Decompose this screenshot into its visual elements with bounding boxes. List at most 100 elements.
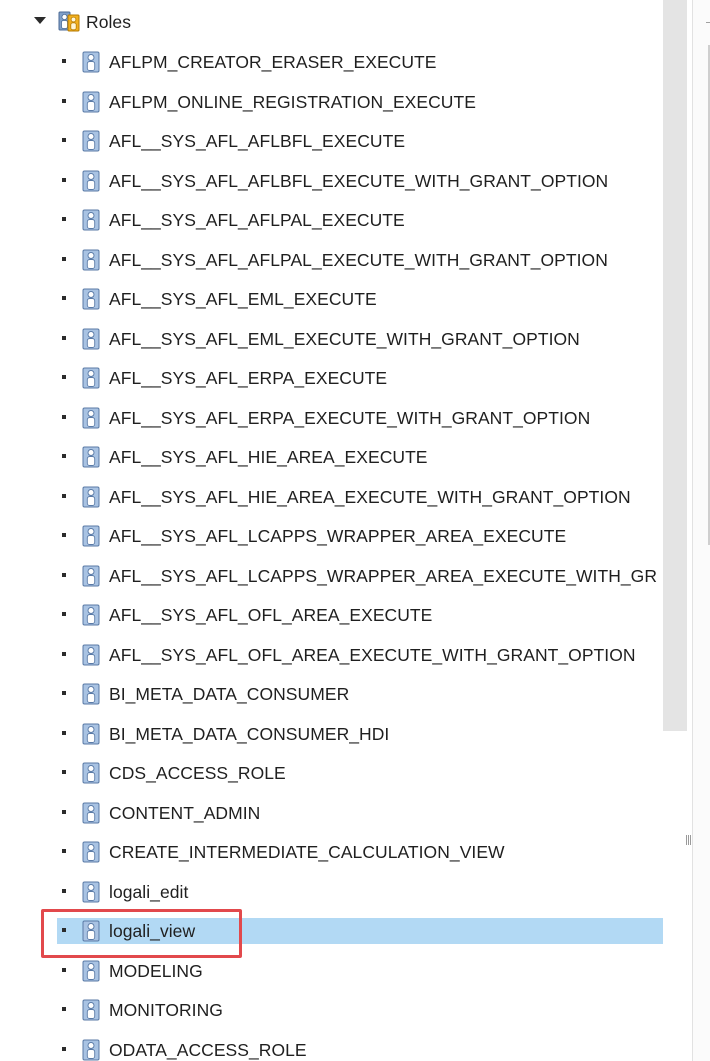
tree-node-role[interactable]: MODELING bbox=[0, 958, 663, 984]
tree-node-label: BI_META_DATA_CONSUMER bbox=[109, 684, 350, 704]
tree-node-role[interactable]: AFL__SYS_AFL_EML_EXECUTE bbox=[0, 286, 663, 312]
tree-node-label: AFL__SYS_AFL_EML_EXECUTE_WITH_GRANT_OPTI… bbox=[109, 329, 580, 349]
role-icon bbox=[82, 762, 100, 784]
role-icon bbox=[82, 1039, 100, 1061]
tree-node-role[interactable]: AFL__SYS_AFL_EML_EXECUTE_WITH_GRANT_OPTI… bbox=[0, 326, 663, 352]
bullet-icon bbox=[62, 691, 66, 695]
annotation-highlight-box bbox=[41, 909, 242, 958]
tree-node-label: AFL__SYS_AFL_LCAPPS_WRAPPER_AREA_EXECUTE bbox=[109, 526, 567, 546]
tree-node-role[interactable]: BI_META_DATA_CONSUMER bbox=[0, 681, 663, 707]
tree-node-label: AFL__SYS_AFL_OFL_AREA_EXECUTE_WITH_GRANT… bbox=[109, 645, 636, 665]
role-icon bbox=[82, 644, 100, 666]
bullet-icon bbox=[62, 494, 66, 498]
role-icon bbox=[82, 486, 100, 508]
bullet-icon bbox=[62, 533, 66, 537]
role-icon bbox=[82, 960, 100, 982]
tree-node-role[interactable]: AFL__SYS_AFL_OFL_AREA_EXECUTE_WITH_GRANT… bbox=[0, 642, 663, 668]
tree-node-label: AFL__SYS_AFL_AFLPAL_EXECUTE bbox=[109, 210, 405, 230]
bullet-icon bbox=[62, 731, 66, 735]
role-icon bbox=[82, 802, 100, 824]
tree-node-role[interactable]: AFLPM_ONLINE_REGISTRATION_EXECUTE bbox=[0, 89, 663, 115]
tree-node-label: Roles bbox=[86, 12, 131, 32]
bullet-icon bbox=[62, 178, 66, 182]
bullet-icon bbox=[62, 573, 66, 577]
tree-node-selected[interactable]: logali_view bbox=[57, 918, 663, 944]
role-icon bbox=[82, 683, 100, 705]
role-icon bbox=[82, 565, 100, 587]
detail-pane-scrollbar[interactable] bbox=[708, 45, 710, 545]
tree-node-role[interactable]: AFL__SYS_AFL_AFLBFL_EXECUTE_WITH_GRANT_O… bbox=[0, 168, 663, 194]
tree-node-label: CDS_ACCESS_ROLE bbox=[109, 763, 286, 783]
role-icon bbox=[82, 446, 100, 468]
role-icon bbox=[82, 209, 100, 231]
bullet-icon bbox=[62, 770, 66, 774]
tree-node-label: logali_view bbox=[109, 921, 196, 941]
tree-node-role[interactable]: CONTENT_ADMIN bbox=[0, 800, 663, 826]
tree-node-label: BI_META_DATA_CONSUMER_HDI bbox=[109, 724, 390, 744]
tree-node-label: AFL__SYS_AFL_LCAPPS_WRAPPER_AREA_EXECUTE… bbox=[109, 566, 658, 586]
bullet-icon bbox=[62, 1047, 66, 1051]
tree-node-role[interactable]: AFL__SYS_AFL_OFL_AREA_EXECUTE bbox=[0, 602, 663, 628]
tree-node-role[interactable]: logali_edit bbox=[0, 879, 663, 905]
role-icon bbox=[82, 999, 100, 1021]
bullet-icon bbox=[62, 849, 66, 853]
role-icon bbox=[82, 51, 100, 73]
tree-node-label: CREATE_INTERMEDIATE_CALCULATION_VIEW bbox=[109, 842, 505, 862]
pane-edge-mark bbox=[706, 22, 710, 23]
tree-node-role[interactable]: AFLPM_CREATOR_ERASER_EXECUTE bbox=[0, 49, 663, 75]
role-icon bbox=[82, 723, 100, 745]
tree-node-role[interactable]: CREATE_INTERMEDIATE_CALCULATION_VIEW bbox=[0, 839, 663, 865]
role-icon bbox=[82, 920, 100, 942]
tree-node-label: AFL__SYS_AFL_AFLBFL_EXECUTE_WITH_GRANT_O… bbox=[109, 171, 609, 191]
tree-node-label: AFLPM_ONLINE_REGISTRATION_EXECUTE bbox=[109, 92, 476, 112]
role-icon bbox=[82, 328, 100, 350]
expand-caret-icon[interactable] bbox=[34, 17, 46, 24]
tree-node-label: AFL__SYS_AFL_OFL_AREA_EXECUTE bbox=[109, 605, 433, 625]
bullet-icon bbox=[62, 296, 66, 300]
tree-node-roles[interactable]: Roles bbox=[0, 9, 663, 35]
bullet-icon bbox=[62, 612, 66, 616]
splitter-grip-icon[interactable] bbox=[686, 834, 692, 846]
tree-node-role[interactable]: AFL__SYS_AFL_AFLBFL_EXECUTE bbox=[0, 128, 663, 154]
bullet-icon bbox=[62, 99, 66, 103]
pane-divider bbox=[692, 0, 693, 1061]
role-icon bbox=[82, 91, 100, 113]
vertical-scrollbar[interactable] bbox=[663, 0, 687, 731]
role-icon bbox=[82, 249, 100, 271]
role-group-icon bbox=[58, 11, 80, 32]
tree-node-role[interactable]: AFL__SYS_AFL_HIE_AREA_EXECUTE_WITH_GRANT… bbox=[0, 484, 663, 510]
tree-node-role[interactable]: AFL__SYS_AFL_ERPA_EXECUTE_WITH_GRANT_OPT… bbox=[0, 405, 663, 431]
bullet-icon bbox=[62, 652, 66, 656]
tree-node-label: AFL__SYS_AFL_EML_EXECUTE bbox=[109, 289, 377, 309]
role-icon bbox=[82, 407, 100, 429]
tree-node-role[interactable]: CDS_ACCESS_ROLE bbox=[0, 760, 663, 786]
tree-node-label: AFL__SYS_AFL_AFLPAL_EXECUTE_WITH_GRANT_O… bbox=[109, 250, 608, 270]
role-icon bbox=[82, 367, 100, 389]
tree-node-role[interactable]: AFL__SYS_AFL_ERPA_EXECUTE bbox=[0, 365, 663, 391]
tree-node-role[interactable]: MONITORING bbox=[0, 997, 663, 1023]
tree-node-role[interactable]: AFL__SYS_AFL_LCAPPS_WRAPPER_AREA_EXECUTE… bbox=[0, 563, 663, 589]
tree-node-label: AFL__SYS_AFL_HIE_AREA_EXECUTE bbox=[109, 447, 428, 467]
bullet-icon bbox=[62, 928, 66, 932]
tree-node-role[interactable]: ODATA_ACCESS_ROLE bbox=[0, 1037, 663, 1061]
tree-node-label: CONTENT_ADMIN bbox=[109, 803, 261, 823]
tree-node-label: ODATA_ACCESS_ROLE bbox=[109, 1040, 307, 1060]
tree-node-label: AFL__SYS_AFL_HIE_AREA_EXECUTE_WITH_GRANT… bbox=[109, 487, 631, 507]
role-icon bbox=[82, 288, 100, 310]
bullet-icon bbox=[62, 968, 66, 972]
bullet-icon bbox=[62, 889, 66, 893]
tree-node-role[interactable]: AFL__SYS_AFL_LCAPPS_WRAPPER_AREA_EXECUTE bbox=[0, 523, 663, 549]
roles-tree: Roles AFLPM_CREATOR_ERASER_EXECUTE AFLPM_… bbox=[0, 9, 663, 1061]
tree-node-role[interactable]: AFL__SYS_AFL_AFLPAL_EXECUTE bbox=[0, 207, 663, 233]
tree-node-role[interactable]: BI_META_DATA_CONSUMER_HDI bbox=[0, 721, 663, 747]
bullet-icon bbox=[62, 810, 66, 814]
detail-pane bbox=[693, 0, 710, 1061]
bullet-icon bbox=[62, 375, 66, 379]
tree-node-label: logali_edit bbox=[109, 882, 189, 902]
bullet-icon bbox=[62, 415, 66, 419]
tree-node-role[interactable]: AFL__SYS_AFL_HIE_AREA_EXECUTE bbox=[0, 444, 663, 470]
tree-node-label: MODELING bbox=[109, 961, 203, 981]
tree-node-role[interactable]: AFL__SYS_AFL_AFLPAL_EXECUTE_WITH_GRANT_O… bbox=[0, 247, 663, 273]
bullet-icon bbox=[62, 217, 66, 221]
tree-node-label: AFL__SYS_AFL_AFLBFL_EXECUTE bbox=[109, 131, 406, 151]
